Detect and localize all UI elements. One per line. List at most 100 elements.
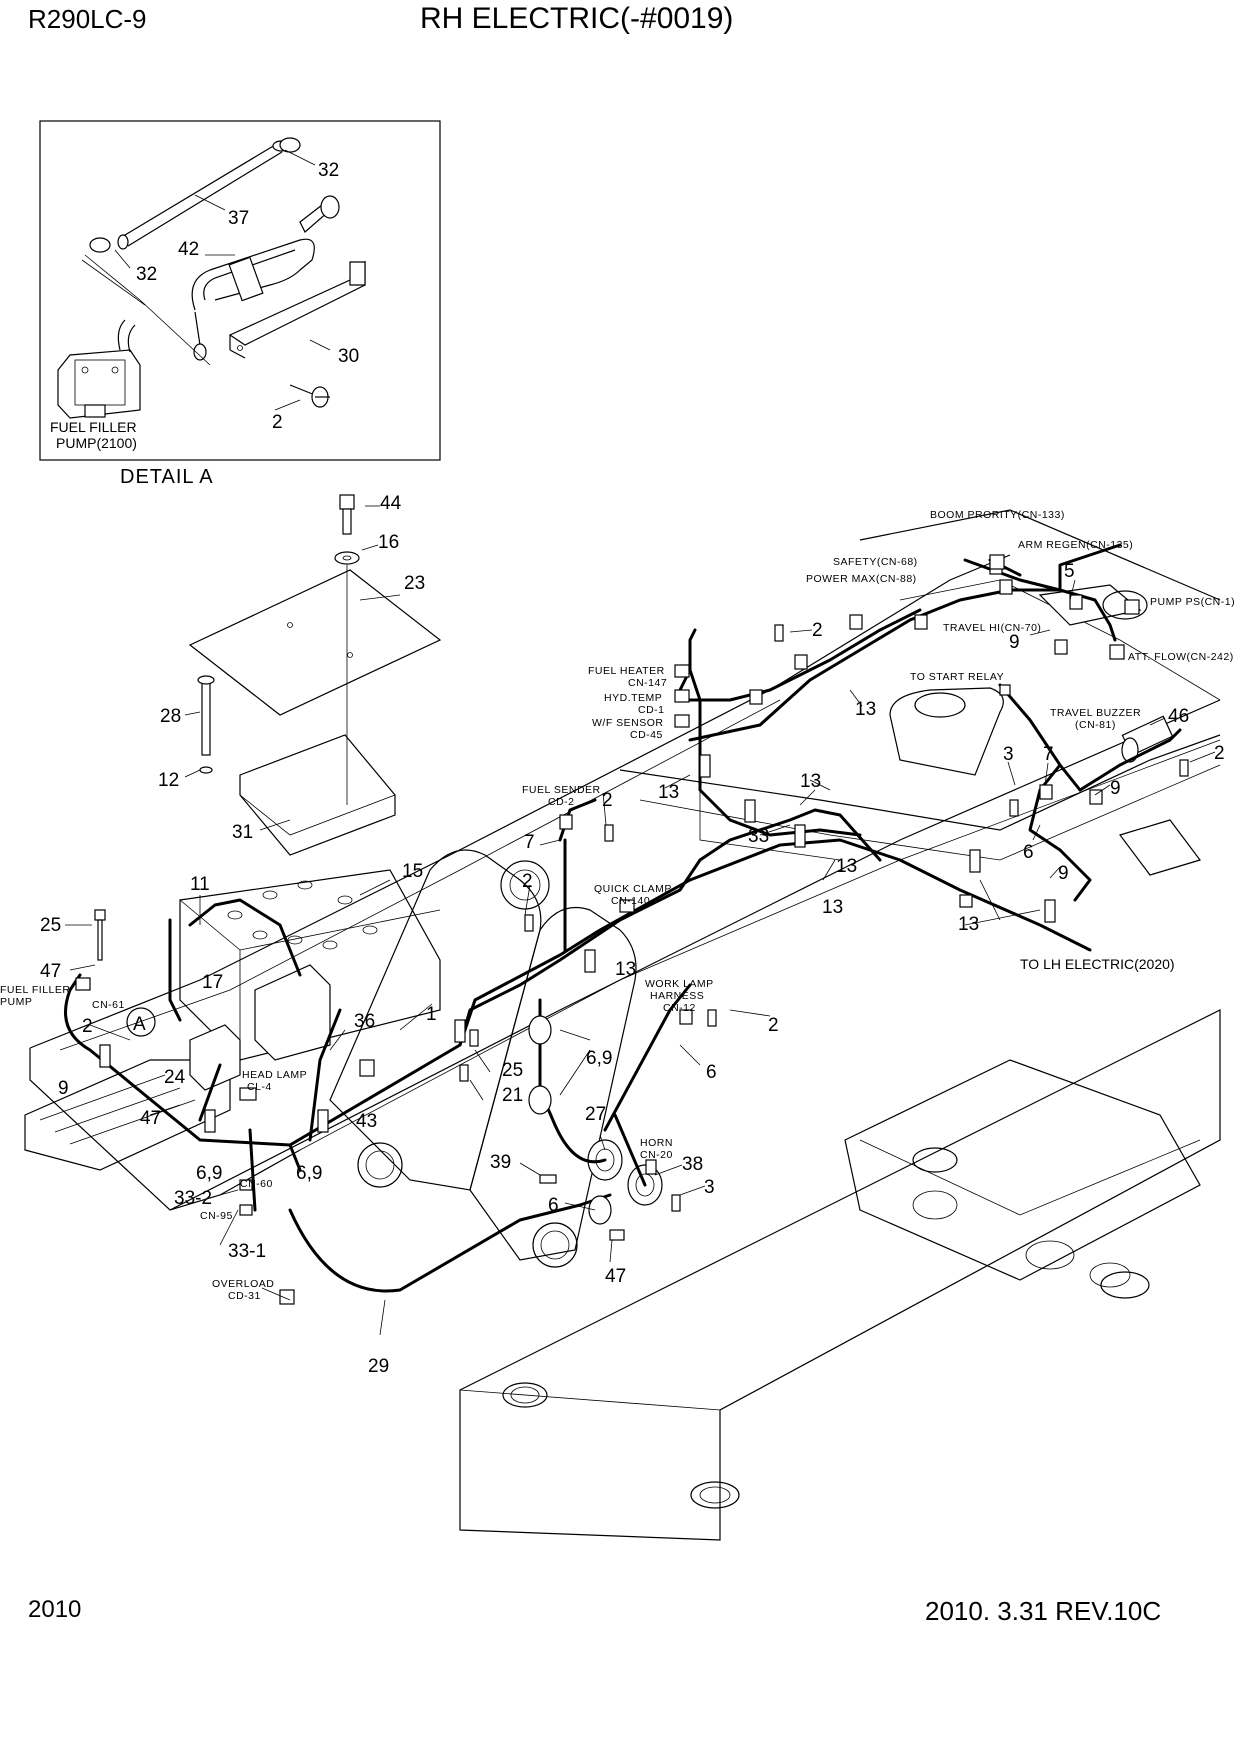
detail-callout-37: 37 bbox=[228, 208, 249, 229]
detail-pump-label-2: PUMP(2100) bbox=[56, 435, 137, 451]
callout-11: 11 bbox=[190, 874, 210, 895]
callout-39: 39 bbox=[490, 1152, 511, 1173]
callout-3-lower: 3 bbox=[704, 1177, 715, 1198]
label-travel-buzzer-2: (CN-81) bbox=[1075, 719, 1116, 731]
callout-6-lower: 6 bbox=[548, 1195, 559, 1216]
callout-43: 43 bbox=[356, 1111, 377, 1132]
callout-47-mid: 47 bbox=[140, 1108, 161, 1129]
callout-numbers: 44 16 23 28 12 31 11 15 25 47 17 2 9 24 … bbox=[40, 493, 1225, 1377]
revision-date: 2010. 3.31 REV.10C bbox=[925, 1596, 1162, 1626]
detail-pump-label-1: FUEL FILLER bbox=[50, 419, 137, 435]
label-fuel-filler-pump-2: PUMP bbox=[0, 996, 32, 1008]
label-cn60: CN-60 bbox=[240, 1178, 273, 1190]
detail-callout-2: 2 bbox=[272, 412, 283, 433]
label-hyd-temp-1: HYD.TEMP bbox=[604, 692, 662, 704]
callout-13-a: 13 bbox=[658, 782, 679, 803]
callout-2-right: 2 bbox=[1214, 743, 1225, 764]
label-cn61: CN-61 bbox=[92, 999, 125, 1011]
detail-leaders bbox=[81, 149, 331, 411]
fuel-filler-pump bbox=[57, 319, 141, 419]
detail-caption: DETAIL A bbox=[120, 466, 214, 488]
label-quick-clamp-1: QUICK CLAMP bbox=[594, 883, 672, 895]
callout-1: 1 bbox=[426, 1004, 437, 1025]
connector-labels: BOOM PRORITY(CN-133) ARM REGEN(CN-135) S… bbox=[0, 509, 1235, 1302]
callout-13-b: 13 bbox=[800, 771, 821, 792]
bolt-28 bbox=[197, 675, 215, 774]
connectors bbox=[75, 554, 1140, 1305]
label-fuel-sender-1: FUEL SENDER bbox=[522, 784, 601, 796]
callout-9-right: 9 bbox=[1110, 778, 1121, 799]
callout-7-right: 7 bbox=[1043, 744, 1054, 765]
label-fuel-sender-2: CD-2 bbox=[548, 796, 575, 808]
callout-38: 38 bbox=[682, 1154, 703, 1175]
lower-frame bbox=[459, 1009, 1221, 1541]
callout-29: 29 bbox=[368, 1356, 389, 1377]
boom-foot-bracket-right bbox=[469, 906, 637, 1261]
label-cn95: CN-95 bbox=[200, 1210, 233, 1222]
callout-21: 21 bbox=[502, 1085, 523, 1106]
label-arm-regen: ARM REGEN(CN-135) bbox=[1018, 539, 1133, 551]
label-travel-buzzer-1: TRAVEL BUZZER bbox=[1050, 707, 1141, 719]
label-work-lamp-1: WORK LAMP bbox=[645, 978, 714, 990]
callout-15: 15 bbox=[402, 861, 423, 882]
small-bolts bbox=[94, 624, 1189, 1212]
callout-2-fuel-sender: 2 bbox=[602, 790, 613, 811]
detail-callout-32-left: 32 bbox=[136, 264, 157, 285]
detail-callout-30: 30 bbox=[338, 346, 359, 367]
callout-33-1: 33-1 bbox=[228, 1241, 266, 1262]
callout-47-lower: 47 bbox=[605, 1266, 626, 1287]
label-hyd-temp-2: CD-1 bbox=[638, 704, 665, 716]
label-to-lh-electric: TO LH ELECTRIC(2020) bbox=[1020, 956, 1175, 972]
upper-frame bbox=[24, 494, 1221, 1541]
callout-9-top: 9 bbox=[1009, 632, 1020, 653]
detail-callout-32-top: 32 bbox=[318, 160, 339, 181]
callout-16: 16 bbox=[378, 532, 399, 553]
callout-13-d: 13 bbox=[822, 897, 843, 918]
harness-wires bbox=[64, 543, 1182, 1293]
callout-2-mid: 2 bbox=[522, 871, 533, 892]
battery-box bbox=[179, 869, 441, 1061]
step-left bbox=[24, 1059, 231, 1171]
callout-3-right: 3 bbox=[1003, 744, 1014, 765]
fuse-box bbox=[189, 1024, 241, 1091]
page-title: RH ELECTRIC(-#0019) bbox=[420, 2, 734, 35]
label-wif-sensor-2: CD-45 bbox=[630, 729, 663, 741]
detail-a-marker-letter: A bbox=[133, 1014, 146, 1035]
callout-24: 24 bbox=[164, 1067, 186, 1088]
callout-6-right: 6 bbox=[1023, 842, 1034, 863]
detail-callout-42: 42 bbox=[178, 239, 199, 260]
callout-2-lamp: 2 bbox=[768, 1015, 779, 1036]
detail-a-panel: 32 37 42 32 30 2 FUEL FILLER PUMP(2100) bbox=[39, 120, 441, 461]
callout-leaders bbox=[65, 505, 1216, 1336]
label-head-lamp-2: CL-4 bbox=[247, 1081, 272, 1093]
label-fuel-filler-pump-1: FUEL FILLER bbox=[0, 984, 70, 996]
label-horn-1: HORN bbox=[640, 1137, 673, 1149]
callout-6-9-left: 6,9 bbox=[196, 1163, 222, 1184]
label-power-max: POWER MAX(CN-88) bbox=[806, 573, 917, 585]
callout-23: 23 bbox=[404, 573, 425, 594]
callout-12: 12 bbox=[158, 770, 179, 791]
callout-47-left: 47 bbox=[40, 961, 61, 982]
label-fuel-heater-1: FUEL HEATER bbox=[588, 665, 665, 677]
label-head-lamp-1: HEAD LAMP bbox=[242, 1069, 307, 1081]
callout-25-mid: 25 bbox=[502, 1060, 523, 1081]
label-overload-1: OVERLOAD bbox=[212, 1278, 274, 1290]
relay-box bbox=[254, 964, 331, 1061]
cover-plate bbox=[188, 569, 442, 716]
label-work-lamp-3: CN-12 bbox=[663, 1002, 696, 1014]
bolt-44 bbox=[334, 494, 360, 805]
hose-part bbox=[89, 137, 301, 253]
callout-6-9-mid: 6,9 bbox=[296, 1163, 322, 1184]
callout-13-e: 13 bbox=[615, 959, 636, 980]
callout-6-lamp: 6 bbox=[706, 1062, 717, 1083]
label-boom-priority: BOOM PRORITY(CN-133) bbox=[930, 509, 1065, 521]
callout-6-9-right: 6,9 bbox=[586, 1048, 612, 1069]
callout-9-left: 9 bbox=[58, 1078, 69, 1099]
label-quick-clamp-2: CN-140 bbox=[611, 895, 650, 907]
label-pump-ps: PUMP PS(CN-1) bbox=[1150, 596, 1235, 608]
callout-13-g: 13 bbox=[836, 856, 857, 877]
pump-bracket bbox=[228, 260, 366, 359]
label-travel-hi: TRAVEL HI(CN-70) bbox=[943, 622, 1041, 634]
travel-buzzer bbox=[1121, 715, 1174, 763]
